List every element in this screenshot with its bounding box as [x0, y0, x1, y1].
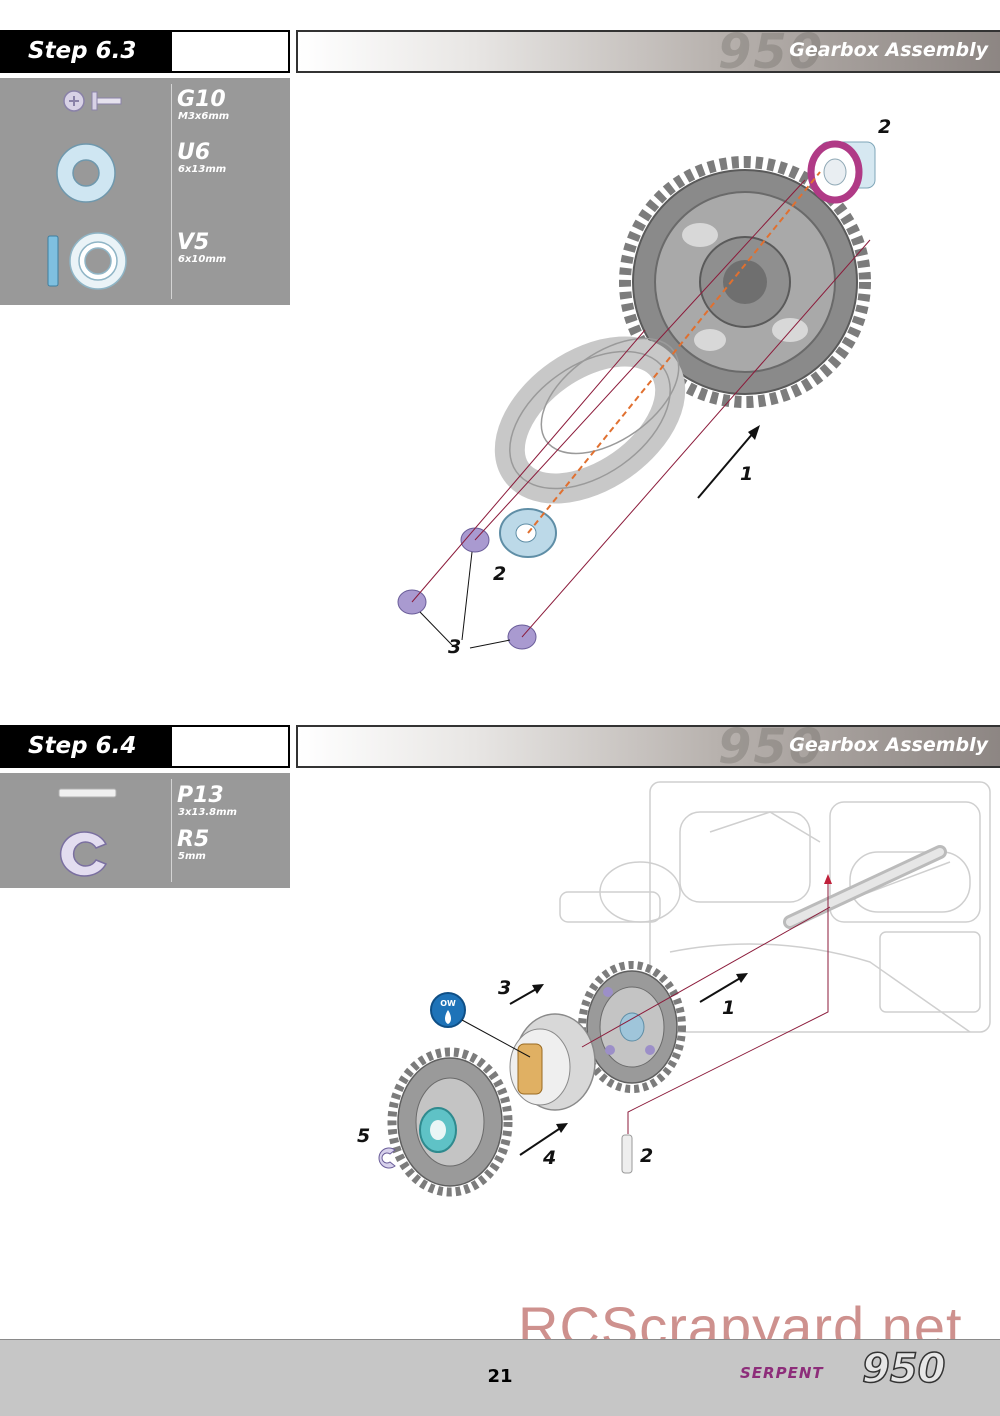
spur-gear-front [387, 1047, 513, 1197]
step-6-3-label: Step 6.3 [0, 30, 170, 73]
assembly-lines [411, 179, 871, 638]
part-size-v5: 6x10mm [178, 254, 227, 265]
callout-2-washer: 2 [493, 563, 506, 585]
washer-icon [56, 143, 116, 203]
step-6-4-blank-box [170, 725, 290, 768]
clutch-bell [509, 1013, 596, 1111]
part-code-r5: R5 [177, 827, 210, 852]
assembly-lines [581, 880, 831, 1134]
pin-icon [58, 788, 117, 798]
callout-3-leaders [419, 551, 511, 649]
bearing-icon [47, 232, 127, 290]
callout-1: 1 [722, 997, 735, 1019]
oil-drop-badge: OW [430, 992, 531, 1058]
page-footer: 21 SERPENT 950 [0, 1339, 1000, 1416]
step-6-4-exploded-diagram: OW 3 1 5 4 2 [357, 781, 991, 1197]
step-6-4-title-bar: 950 Gearbox Assembly [296, 725, 1000, 768]
callout-2-bearing: 2 [878, 116, 891, 138]
bearing-top [807, 140, 876, 204]
part-code-g10: G10 [177, 87, 226, 112]
step-6-3-exploded-diagram: 2 1 2 3 [397, 116, 891, 658]
oil-badge-label: OW [440, 999, 456, 1008]
model-logo-text: 950 [861, 1345, 946, 1393]
pin-part [621, 1134, 633, 1174]
callout-4: 4 [542, 1147, 556, 1169]
step-6-3-parts-panel: G10 M3x6mm U6 6x13mm V5 6x10mm [0, 78, 290, 305]
screw-icon [63, 90, 122, 112]
parts-divider [171, 779, 172, 882]
part-size-u6: 6x13mm [178, 164, 227, 175]
part-size-r5: 5mm [178, 851, 206, 862]
step-6-3-title: Gearbox Assembly [789, 39, 988, 61]
arrow-direction-1 [697, 425, 760, 499]
axis-dashed-line [527, 171, 821, 534]
step-6-4-title: Gearbox Assembly [789, 734, 988, 756]
step-6-4-label: Step 6.4 [0, 725, 170, 768]
part-code-u6: U6 [177, 140, 211, 165]
pin-direction-arrowhead [824, 874, 832, 884]
page-number: 21 [487, 1366, 513, 1387]
callout-1: 1 [740, 463, 753, 485]
spur-gear-large [619, 156, 871, 408]
title-watermark: 950 [718, 30, 825, 73]
callout-5: 5 [357, 1125, 370, 1147]
part-code-v5: V5 [177, 230, 210, 255]
callout-3: 3 [448, 636, 461, 658]
parts-divider [171, 84, 172, 299]
part-size-g10: M3x6mm [178, 111, 230, 122]
step-6-3-title-bar: 950 Gearbox Assembly [296, 30, 1000, 73]
callout-3: 3 [498, 977, 511, 999]
brand-logo-text: SERPENT [740, 1364, 824, 1382]
title-watermark: 950 [718, 725, 825, 768]
part-code-p13: P13 [177, 783, 224, 808]
shaft [783, 845, 947, 929]
e-clip-part [378, 1147, 396, 1169]
direction-arrowheads [532, 973, 748, 1133]
callout-2: 2 [640, 1145, 653, 1167]
e-clip-icon [59, 831, 108, 877]
part-size-p13: 3x13.8mm [178, 807, 237, 818]
direction-arrows [509, 976, 743, 1156]
spur-gear-rear [578, 961, 686, 1093]
step-6-4-parts-panel: P13 3x13.8mm R5 5mm [0, 773, 290, 888]
step-6-3-blank-box [170, 30, 290, 73]
